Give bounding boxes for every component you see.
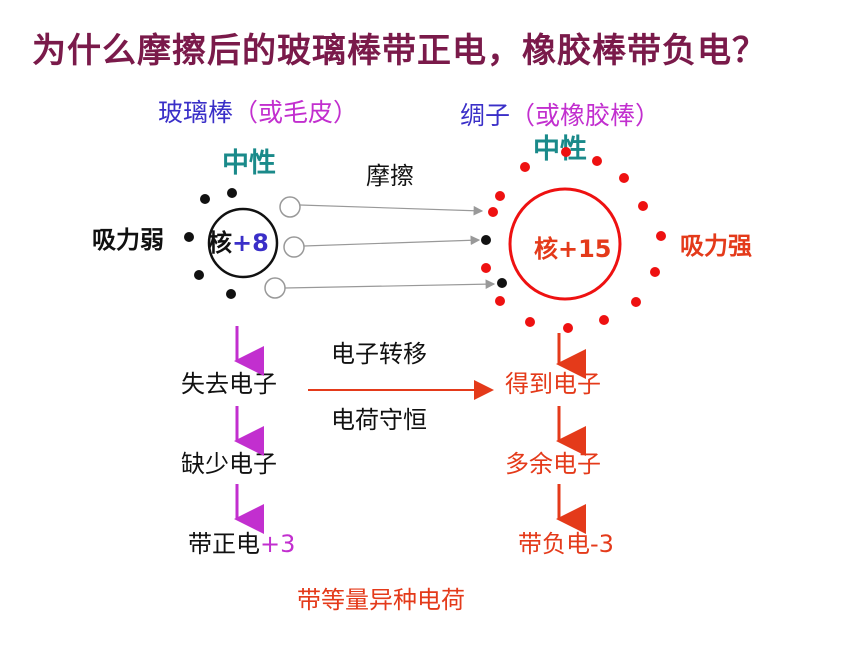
right-electron (561, 147, 571, 157)
transfer-arrow (284, 279, 496, 289)
conclusion-label: 带等量异种电荷 (297, 586, 465, 614)
transfer-label: 电子转移 (331, 340, 427, 368)
right-result: 带负电-3 (518, 530, 614, 558)
left-electron (194, 270, 204, 280)
right-electron (638, 201, 648, 211)
left-atom-name: 玻璃棒 (158, 98, 234, 127)
right-electron (495, 296, 505, 306)
right-electron (656, 231, 666, 241)
right-electron (599, 315, 609, 325)
vacancy (264, 277, 286, 299)
right-electron (481, 263, 491, 273)
left-step1: 失去电子 (181, 370, 277, 398)
right-electron (592, 156, 602, 166)
left-atom-state: 中性 (222, 148, 276, 179)
transfer-arrow (299, 204, 484, 216)
right-nucleus-label: 核+15 (534, 235, 612, 263)
right-electron (525, 317, 535, 327)
left-nucleus-ring (207, 207, 279, 279)
left-attraction-label: 吸力弱 (92, 226, 164, 254)
vacancy (279, 196, 301, 218)
right-electron (650, 267, 660, 277)
vacancy (283, 236, 305, 258)
transfer-arrow (303, 235, 481, 247)
left-electron (227, 188, 237, 198)
right-atom-label: 绸子（或橡胶棒） (460, 103, 660, 128)
right-electron (520, 162, 530, 172)
left-electron (200, 194, 210, 204)
right-electron (488, 207, 498, 217)
right-electron (631, 297, 641, 307)
left-electron (226, 289, 236, 299)
transferred-electron (481, 235, 491, 245)
left-result-charge: +3 (260, 530, 296, 558)
right-atom-alt: （或橡胶棒） (510, 101, 661, 130)
right-nucleus-ring (508, 187, 622, 301)
friction-label: 摩擦 (366, 162, 414, 190)
left-electron (184, 232, 194, 242)
left-result-text: 带正电 (188, 530, 260, 558)
right-electron (495, 191, 505, 201)
right-atom-name: 绸子 (460, 101, 511, 130)
right-electron (619, 173, 629, 183)
left-step2: 缺少电子 (181, 450, 277, 478)
left-atom-alt: （或毛皮） (233, 98, 359, 127)
right-attraction-label: 吸力强 (680, 232, 752, 260)
left-nucleus-charge: +8 (232, 229, 269, 257)
left-result: 带正电+3 (188, 532, 295, 556)
conservation-label: 电荷守恒 (331, 406, 427, 434)
transferred-electron (497, 278, 507, 288)
left-atom-label: 玻璃棒（或毛皮） (158, 100, 358, 125)
right-step2: 多余电子 (505, 450, 601, 478)
left-nucleus-text: 核 (208, 229, 232, 257)
left-nucleus-label: 核+8 (208, 231, 269, 255)
right-atom-state: 中性 (533, 134, 587, 165)
right-electron (563, 323, 573, 333)
page-title: 为什么摩擦后的玻璃棒带正电，橡胶棒带负电？ (32, 31, 767, 71)
